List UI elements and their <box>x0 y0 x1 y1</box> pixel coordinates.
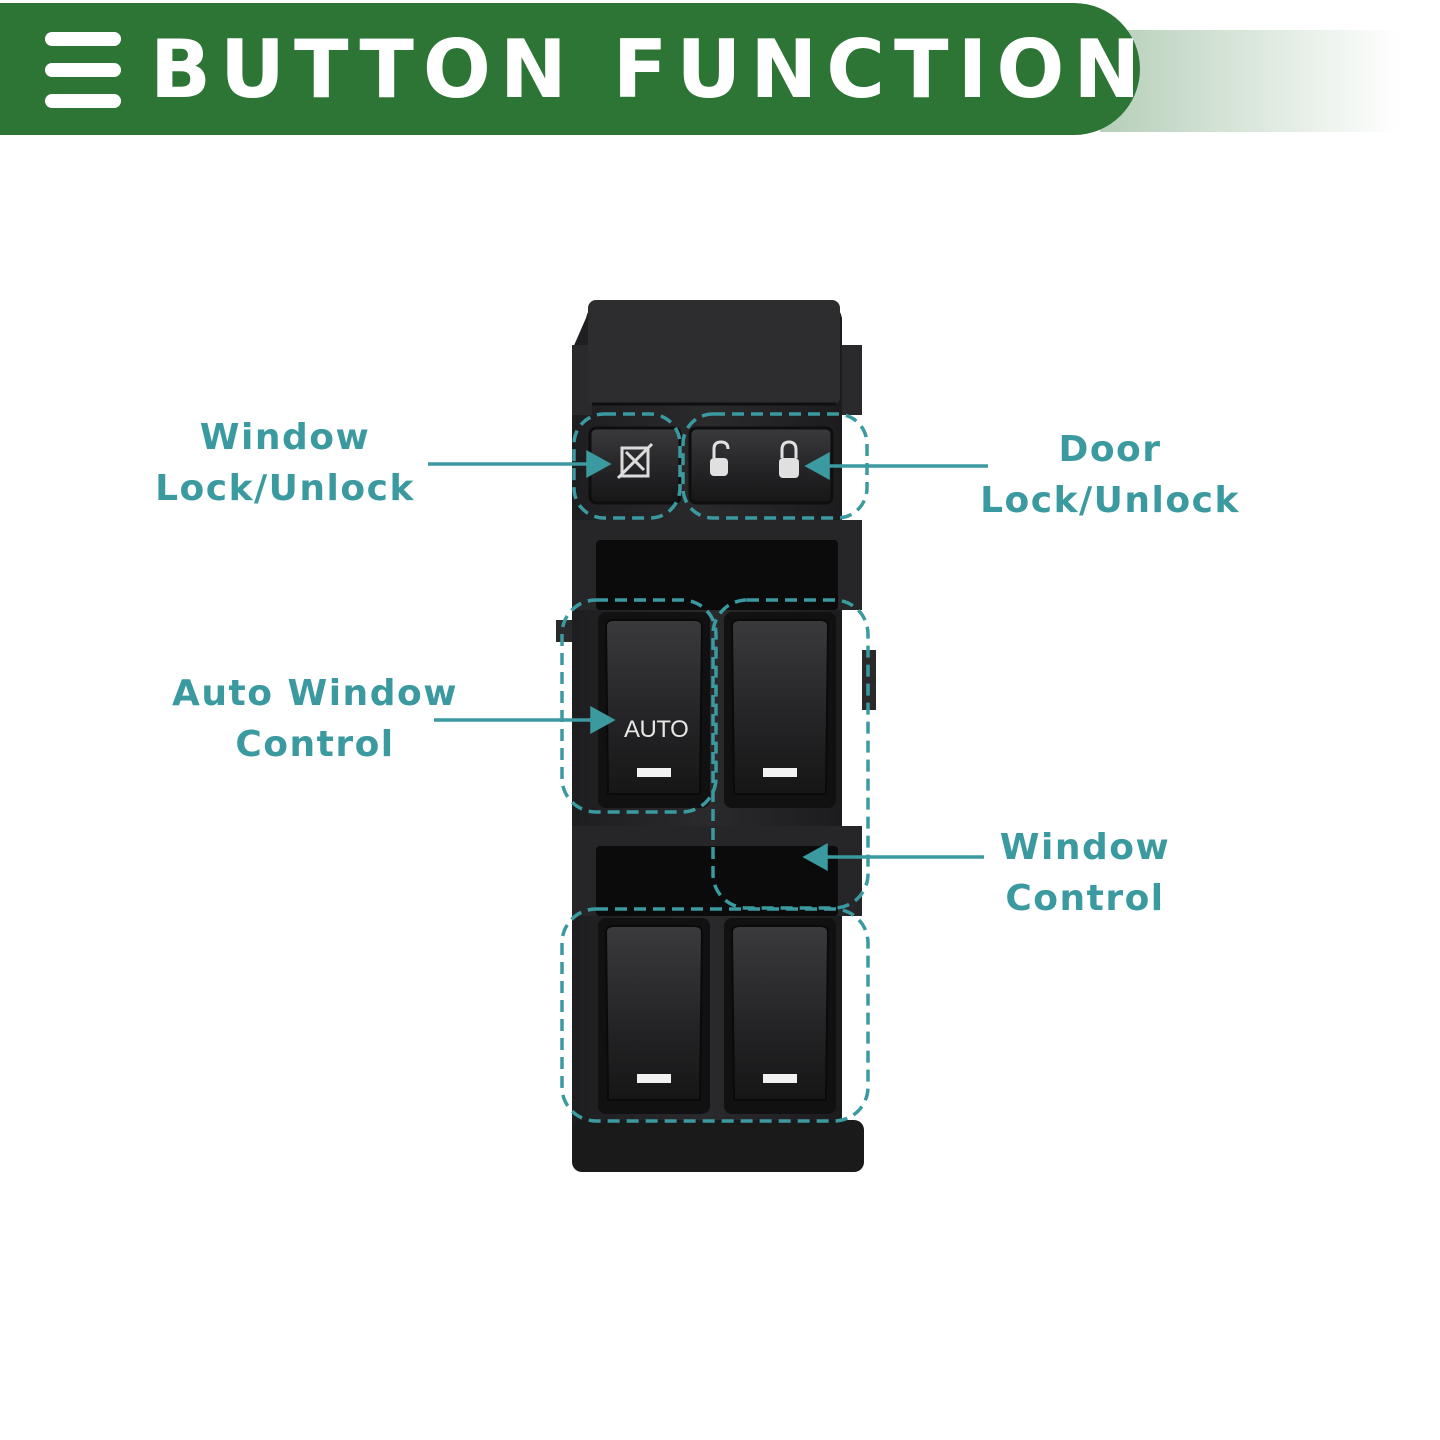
indicator-light <box>637 1074 671 1083</box>
label-auto-window: Auto Window Control <box>172 673 458 765</box>
page-title: BUTTON FUNCTION <box>150 23 1150 116</box>
window-lock-icon <box>616 442 654 480</box>
lock-padlock-icon <box>779 440 799 478</box>
indicator-light <box>763 768 797 777</box>
rocker-rear-right[interactable] <box>724 918 836 1114</box>
header-banner <box>0 3 1140 135</box>
unlock-padlock-icon <box>710 440 730 476</box>
rocker-front-left[interactable] <box>598 612 710 808</box>
label-window-control: Window Control <box>999 827 1171 919</box>
rocker-rear-left[interactable] <box>598 918 710 1114</box>
indicator-light <box>637 768 671 777</box>
rocker-front-right[interactable] <box>724 612 836 808</box>
outline-window-lock <box>572 412 682 520</box>
auto-button-text: AUTO <box>624 716 689 743</box>
door-lock-button[interactable] <box>688 426 834 505</box>
outline-rear-windows <box>560 907 870 1123</box>
hamburger-menu-icon <box>45 32 121 108</box>
indicator-light <box>763 1074 797 1083</box>
label-window-lock: Window Lock/Unlock <box>155 417 415 509</box>
outline-auto-window <box>560 598 718 814</box>
callout-arrows <box>428 450 988 871</box>
label-door-lock: Door Lock/Unlock <box>980 429 1240 521</box>
banner-fade <box>1100 30 1400 132</box>
